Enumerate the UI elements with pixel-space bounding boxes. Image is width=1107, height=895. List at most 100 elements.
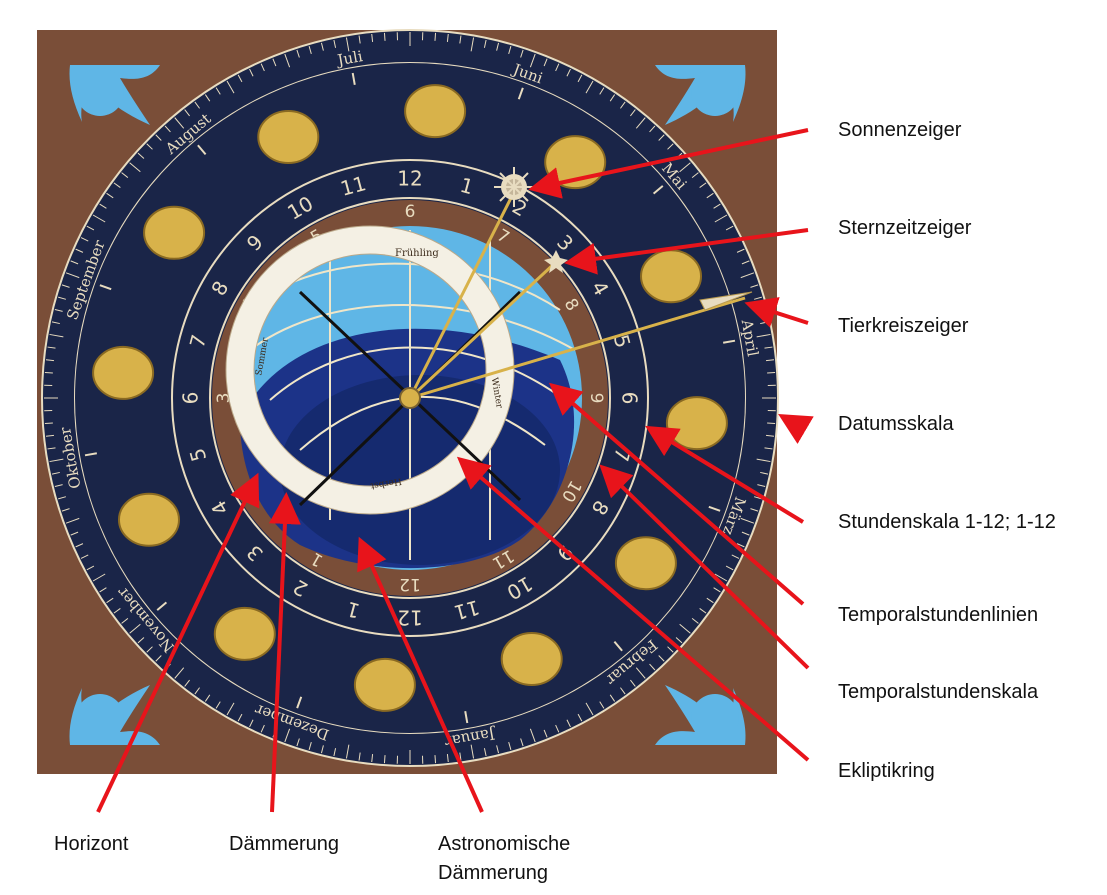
hour-number: 7 [185,332,211,351]
date-tick [609,94,616,102]
zodiac-figure [614,536,677,591]
date-tick [226,702,235,716]
label-daemmerung: Dämmerung [229,833,340,855]
arrow-sonnenzeiger [528,128,809,199]
temporal-hour-number: 6 [405,202,416,222]
label-ekliptikring: Ekliptikring [838,760,935,782]
zodiac-divider [197,144,207,156]
date-tick [667,143,674,150]
date-tick [44,422,53,425]
date-tick [92,573,106,582]
date-tick [58,496,67,500]
date-tick [736,543,745,548]
date-tick [174,667,185,679]
date-tick [566,68,571,77]
date-tick [585,80,594,94]
label-horizont: Horizont [54,833,129,855]
date-tick [529,53,536,68]
date-tick [756,458,771,463]
date-tick [371,753,374,763]
arrow-datumsskala [778,413,814,444]
date-tick [679,162,691,173]
label-stundenskala: Stundenskala 1-12; 1-12 [838,511,1056,533]
date-tick [333,39,337,48]
date-tick [49,333,64,338]
date-tick [577,713,583,722]
date-tick [320,42,324,51]
date-tick [713,587,721,593]
date-tick [620,101,626,109]
date-tick [65,517,80,524]
date-tick [70,531,79,536]
date-tick [496,745,500,754]
ecliptic-ring-inner-edge [253,253,487,487]
date-tick [45,434,55,437]
date-tick [765,434,775,437]
date-tick [740,517,755,524]
zodiac-figure [143,205,206,260]
date-tick [164,125,171,133]
date-tick [226,80,235,94]
date-tick [543,58,548,67]
date-tick [204,694,211,702]
date-tick [649,125,656,133]
zodiac-divider [613,640,623,652]
date-tick [706,192,714,199]
label-temporalstundenlinien: Temporalstundenlinien [838,604,1039,626]
date-tick [86,225,95,231]
date-tick [635,117,646,129]
date-tick [679,623,691,634]
date-tick [284,728,291,743]
zodiac-divider [351,72,356,86]
arrow-tierkreiszeiger [744,297,809,328]
hour-scale-outer-edge [171,159,649,637]
date-tick [121,618,129,624]
date-tick [483,748,487,757]
date-tick [54,484,63,488]
date-tick [691,172,699,178]
zodiac-figure [404,84,467,139]
date-tick [566,719,571,728]
zodiac-figure [665,396,728,451]
date-tick [757,484,766,488]
temporal-hour-number: 12 [399,574,421,594]
annotation-arrows [96,128,814,813]
label-astronomische-line2: Dämmerung [438,862,549,884]
sun-pointer-icon [494,167,534,207]
date-tick [333,748,337,757]
date-tick [260,724,265,733]
date-tick [630,109,636,117]
date-tick [296,49,300,58]
date-tick [764,346,773,349]
arrow-astronomische-daemmerung [357,536,484,813]
date-tick [174,117,185,129]
date-tick [446,33,449,43]
zodiac-figure [117,492,180,547]
arrow-stundenskala [645,425,805,524]
date-tick [260,63,265,72]
date-tick [106,597,114,604]
date-tick [345,37,350,52]
hour-scale-inner-edge [209,197,611,599]
zodiac-figure [257,109,320,164]
date-tick [92,214,106,223]
date-tick [520,49,524,58]
label-astronomische-line1: Astronomische [438,833,571,855]
date-tick [308,741,312,750]
date-tick [237,74,243,83]
date-tick [45,359,55,362]
date-tick [237,713,243,722]
sidereal-star-icon [544,250,568,273]
date-tick [106,192,114,199]
date-tick [137,152,145,159]
date-tick [194,687,200,695]
date-tick [599,87,605,95]
zodiac-divider [156,601,168,611]
date-tick [184,679,190,687]
date-tick [731,554,740,559]
clock-face: JuniJuliAugustSeptemberOktoberNovemberDe… [37,29,779,774]
date-tick [750,508,759,512]
hour-number: 1 [344,597,363,623]
corner-ornament-tr [655,65,746,125]
